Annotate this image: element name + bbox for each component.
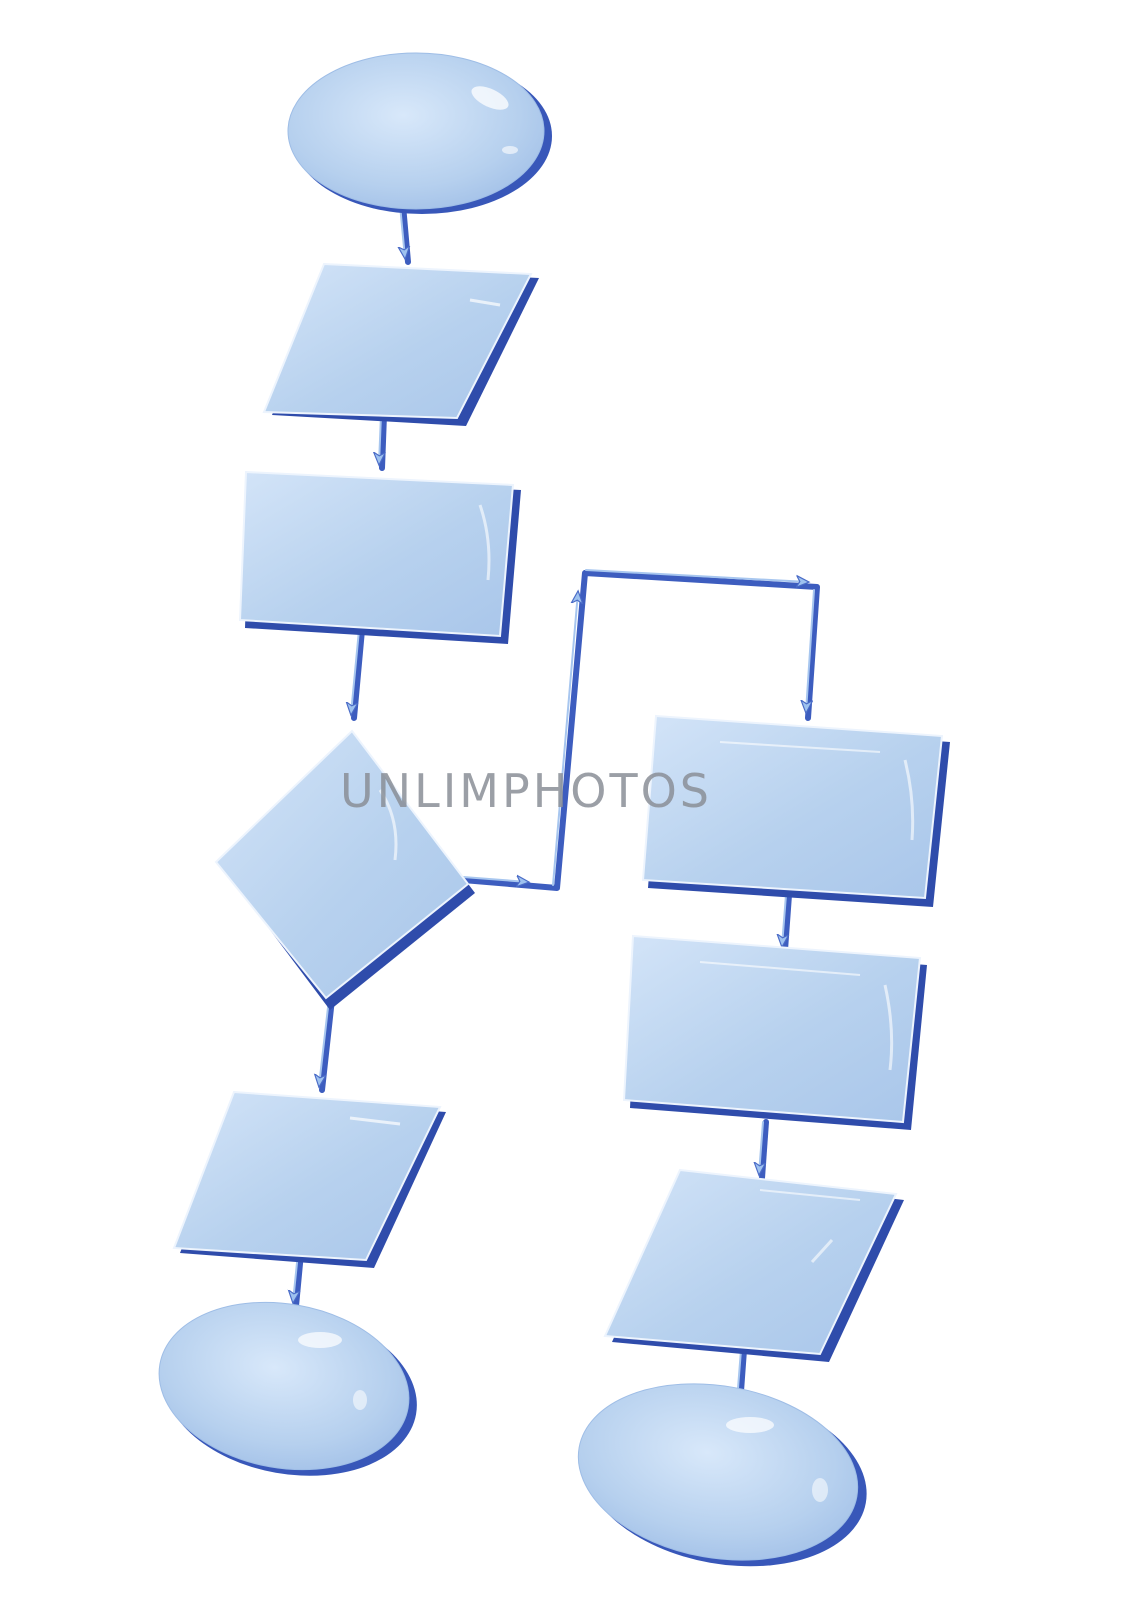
connector-process2-to-process3 xyxy=(782,892,792,953)
connector-decision-to-process2 xyxy=(460,569,820,891)
connector-process1-to-decision xyxy=(351,627,365,721)
end-terminator-1 xyxy=(158,1301,417,1476)
output-parallelogram-1 xyxy=(172,1090,446,1268)
connector-process3-to-output2 xyxy=(759,1119,769,1181)
output-parallelogram-2 xyxy=(603,1168,904,1362)
connector-lines xyxy=(293,202,820,1408)
process-rectangle-1 xyxy=(238,470,521,644)
process-rectangle-3 xyxy=(622,934,927,1130)
start-terminator xyxy=(287,52,552,214)
end-terminator-2 xyxy=(577,1383,867,1567)
decision-diamond xyxy=(214,729,475,1010)
process-rectangle-2 xyxy=(641,714,950,907)
watermark: UNLIMPHOTOS xyxy=(340,764,712,818)
connector-start-to-input1 xyxy=(400,202,411,265)
connector-input1-to-process1 xyxy=(379,412,387,471)
watermark-text: UNLIMPHOTOS xyxy=(340,764,712,818)
input-parallelogram-1 xyxy=(262,262,539,426)
